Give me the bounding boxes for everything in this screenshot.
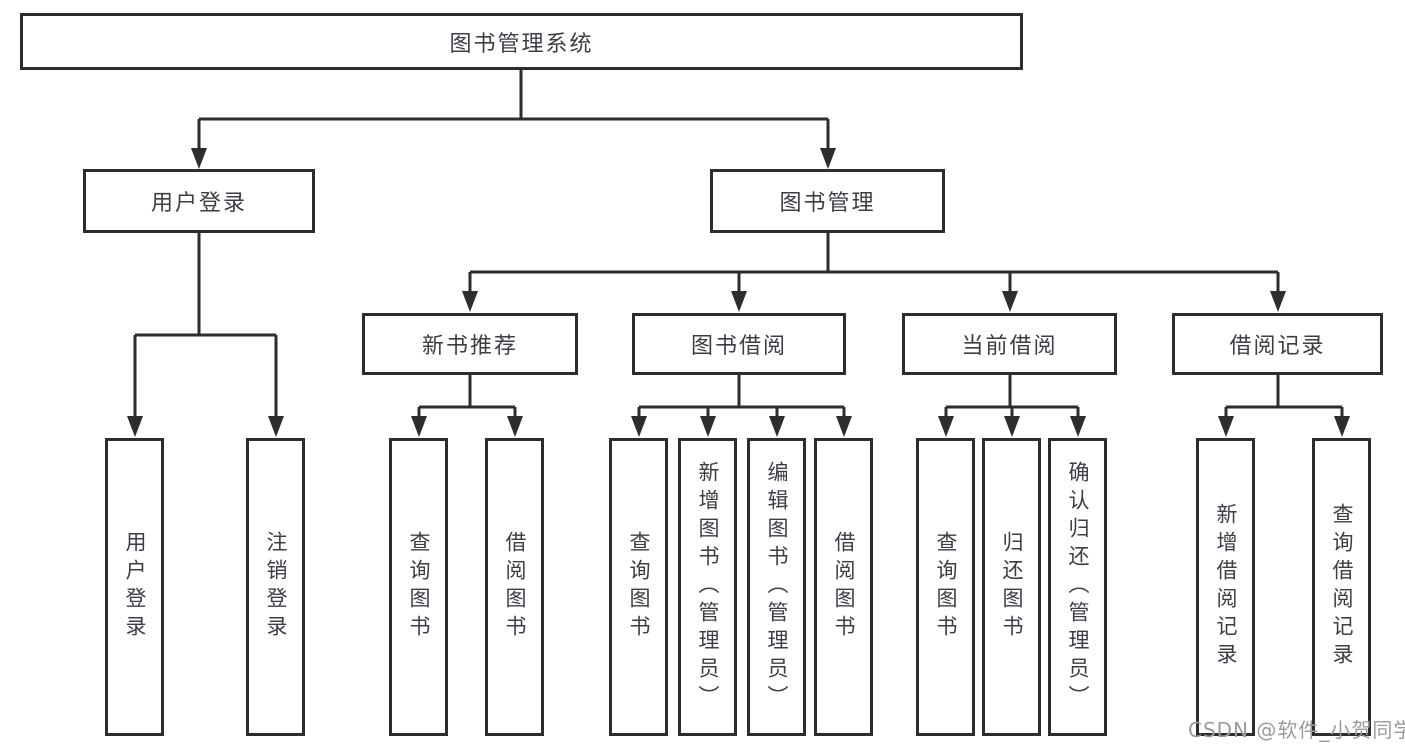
leaf-label: 查询借阅记录 [1330, 503, 1354, 671]
csdn-watermark: CSDN @软件_小贺同学 [1188, 718, 1405, 742]
node-book-borrowing: 图书借阅 [632, 313, 846, 375]
node-library-management-system: 图书管理系统 [20, 13, 1023, 70]
leaf-label: 编辑图书（管理员） [765, 461, 789, 713]
connector-user-login [133, 233, 278, 418]
leaf-logout: 注销登录 [246, 438, 305, 736]
leaf-recommend-query-books: 查询图书 [389, 438, 448, 736]
node-user-login: 用户登录 [83, 169, 315, 233]
leaf-add-book-admin: 新增图书（管理员） [678, 438, 737, 736]
leaf-label: 新增图书（管理员） [696, 461, 720, 713]
leaf-edit-book-admin: 编辑图书（管理员） [747, 438, 806, 736]
leaf-user-login: 用户登录 [105, 438, 164, 736]
connector-root [197, 70, 830, 150]
connector-book-borrowing [637, 375, 846, 418]
leaf-label: 注销登录 [264, 531, 288, 643]
leaf-label: 借阅图书 [832, 531, 856, 643]
connector-book-management [468, 233, 1280, 293]
connector-borrowing-records [1224, 375, 1344, 418]
leaf-confirm-return-admin: 确认归还（管理员） [1048, 438, 1107, 736]
leaf-label: 新增借阅记录 [1214, 503, 1238, 671]
connector-current-borrowing [944, 375, 1080, 418]
leaf-borrowing-borrow-books: 借阅图书 [814, 438, 873, 736]
leaf-label: 查询图书 [407, 531, 431, 643]
leaf-label: 查询图书 [934, 531, 958, 643]
node-book-management: 图书管理 [710, 169, 945, 233]
node-new-book-recommendation: 新书推荐 [362, 313, 578, 375]
leaf-recommend-borrow-books: 借阅图书 [485, 438, 544, 736]
leaf-label: 用户登录 [123, 531, 147, 643]
leaf-current-query-books: 查询图书 [916, 438, 975, 736]
leaf-label: 借阅图书 [503, 531, 527, 643]
connector-new-book-recommendation [417, 375, 517, 418]
leaf-return-books: 归还图书 [982, 438, 1041, 736]
leaf-label: 查询图书 [627, 531, 651, 643]
leaf-borrowing-query-books: 查询图书 [609, 438, 668, 736]
node-borrowing-records: 借阅记录 [1172, 313, 1383, 375]
node-current-borrowing: 当前借阅 [902, 313, 1117, 375]
leaf-query-borrow-record: 查询借阅记录 [1312, 438, 1371, 736]
leaf-add-borrow-record: 新增借阅记录 [1196, 438, 1255, 736]
arrowheads [127, 148, 1350, 437]
leaf-label: 确认归还（管理员） [1066, 461, 1090, 713]
leaf-label: 归还图书 [1000, 531, 1024, 643]
